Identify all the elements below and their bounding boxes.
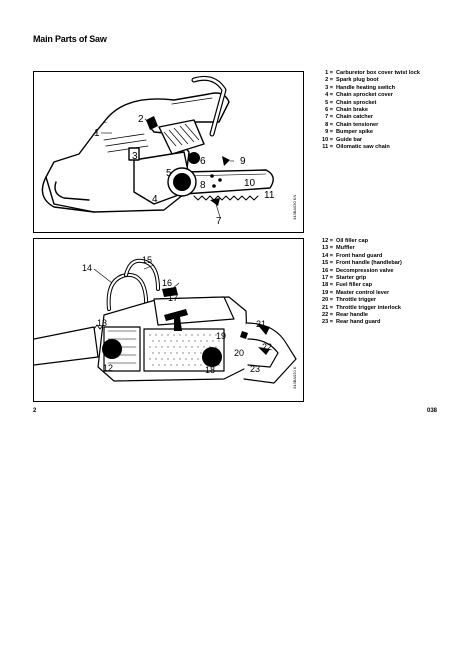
- callout-14: 14: [82, 263, 92, 273]
- parts-legend-2: 12 =Oil filler cap 13 =Muffler 14 =Front…: [313, 238, 402, 327]
- callout-17: 17: [168, 293, 178, 303]
- legend-item: 16 =Decompression valve: [321, 267, 394, 274]
- legend-item: 7 =Chain catcher: [325, 114, 373, 121]
- callout-6: 6: [200, 156, 206, 167]
- callout-2: 2: [138, 114, 144, 125]
- callout-12: 12: [103, 363, 113, 373]
- callout-21: 21: [256, 319, 266, 329]
- legend-item: 15 =Front handle (handlebar): [321, 260, 402, 267]
- legend-item: 9 =Bumper spike: [325, 129, 373, 136]
- legend-item: 20 =Throttle trigger: [321, 297, 377, 304]
- callout-5: 5: [166, 168, 172, 179]
- legend-item: 2 =Spark plug boot: [325, 77, 379, 84]
- legend-item: 11 =Oilomatic saw chain: [322, 144, 390, 151]
- legend-item: 14 =Front hand guard: [321, 252, 383, 259]
- figure2-code: 343BA020 K: [292, 366, 297, 389]
- callout-11: 11: [264, 190, 275, 201]
- legend-item: 8 =Chain tensioner: [325, 121, 379, 128]
- callout-18: 18: [205, 365, 215, 375]
- parts-legend-1: 1 =Carburetor box cover twist lock 2 =Sp…: [313, 70, 420, 151]
- callout-13: 13: [97, 318, 107, 328]
- legend-item: 3 =Handle heating switch: [325, 84, 396, 91]
- legend-item: 10 =Guide bar: [321, 136, 363, 143]
- callout-7: 7: [216, 216, 222, 227]
- page-number: 2: [33, 408, 37, 414]
- callout-3: 3: [132, 151, 138, 162]
- legend-item: 13 =Muffler: [321, 245, 355, 252]
- callout-15: 15: [142, 255, 152, 265]
- legend-item: 21 =Throttle trigger interlock: [321, 304, 401, 311]
- saw-top-view-drawing: 12 13 14 15 16 17 18 19 20 21 22 23 343B…: [34, 255, 297, 389]
- page-title: Main Parts of Saw: [33, 34, 107, 44]
- callout-1: 1: [94, 128, 100, 139]
- callout-8: 8: [200, 180, 206, 191]
- legend-item: 17 =Starter grip: [321, 275, 367, 282]
- callout-16: 16: [162, 278, 172, 288]
- callout-9: 9: [240, 156, 246, 167]
- legend-item: 22 =Rear handle: [321, 312, 369, 319]
- legend-item: 5 =Chain sprocket: [325, 99, 377, 106]
- legend-item: 1 =Carburetor box cover twist lock: [325, 70, 420, 76]
- callout-10: 10: [244, 178, 256, 189]
- callout-19: 19: [216, 331, 226, 341]
- callout-22: 22: [262, 342, 272, 352]
- legend-item: 4 =Chain sprocket cover: [325, 92, 393, 99]
- saw-side-view-figure: 1 2 3 4 5 6 7 8 9 10 11 343BA030 KN: [33, 71, 304, 233]
- callout-20: 20: [234, 348, 244, 358]
- callout-4: 4: [152, 194, 158, 205]
- legend-item: 6 =Chain brake: [325, 107, 369, 114]
- saw-side-view-drawing: 1 2 3 4 5 6 7 8 9 10 11 343BA030 KN: [41, 75, 297, 227]
- callout-23: 23: [250, 364, 260, 374]
- legend-item: 18 =Fuel filler cap: [321, 282, 373, 289]
- legend-item: 12 =Oil filler cap: [321, 238, 369, 244]
- legend-item: 19 =Master control lever: [321, 289, 390, 296]
- page-code: 038: [427, 408, 438, 414]
- legend-item: 23 =Rear hand guard: [321, 319, 381, 326]
- figure1-code: 343BA030 KN: [292, 195, 297, 220]
- saw-top-view-figure: 12 13 14 15 16 17 18 19 20 21 22 23 343B…: [33, 238, 304, 402]
